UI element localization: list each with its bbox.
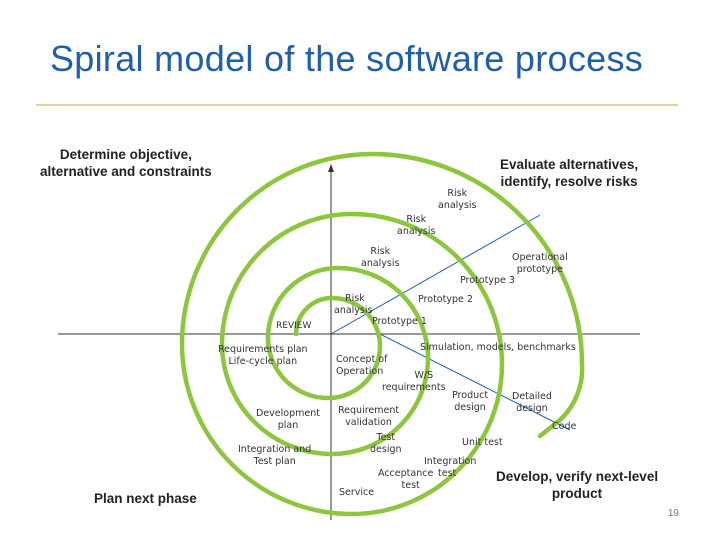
design-text: design <box>516 403 548 414</box>
title-divider <box>36 104 678 106</box>
spiral-turn-2 <box>265 265 431 401</box>
spiral-turn-3 <box>219 211 505 457</box>
risk-label-text: Risk <box>406 214 427 225</box>
product-text: Product <box>452 390 489 401</box>
test-text: Test <box>376 432 396 443</box>
quadrant-br-line2: product <box>551 486 603 501</box>
spiral-turn-inner <box>293 295 383 349</box>
validation-text: validation <box>345 417 392 428</box>
integration-and-text: Integration and <box>238 444 312 455</box>
page-title: Spiral model of the software process <box>50 38 644 79</box>
development-text: Development <box>256 408 320 419</box>
requirements-plan-label: Requirements plan Life-cycle plan <box>218 344 308 368</box>
analysis-label-text: analysis <box>438 200 477 211</box>
quadrant-tl-line2: alternative and constraints <box>40 164 212 179</box>
spiral-turn-4 <box>179 151 585 517</box>
axis-arrow-icon <box>328 164 334 172</box>
prototype-3-label: Prototype 3 <box>460 275 515 286</box>
integration-test-plan-label: Integration and Test plan <box>238 444 311 468</box>
analysis-label-text: analysis <box>397 226 436 237</box>
simulation-label: Simulation, models, benchmarks <box>420 342 576 353</box>
code-label: Code <box>552 421 577 432</box>
requirement-text: Requirement <box>338 405 400 416</box>
quadrant-tl-line1: Determine objective, <box>59 147 192 162</box>
service-label: Service <box>339 487 375 498</box>
risk-analysis-label-1: Risk analysis <box>438 188 476 212</box>
sw-requirements-label: W/S requirements <box>382 370 446 394</box>
detailed-design-label: Detailed design <box>512 391 552 415</box>
quadrant-determine-objectives: Determine objective, alternative and con… <box>40 146 212 180</box>
unit-test-label: Unit test <box>462 437 503 448</box>
test-design-label: Test design <box>370 432 402 456</box>
product-design-label: Product design <box>452 390 488 414</box>
integration-test-label: Integration <box>424 456 476 468</box>
operational-text: Operational <box>512 252 568 263</box>
test-plan-text: Test plan <box>253 456 296 467</box>
quadrant-tr-line1: Evaluate alternatives, <box>500 157 639 172</box>
quadrant-evaluate-alternatives: Evaluate alternatives, identify, resolve… <box>500 156 638 190</box>
prototype-2-label: Prototype 2 <box>418 294 473 305</box>
analysis-label-text: analysis <box>361 258 400 269</box>
spiral-turn-outer <box>537 361 585 439</box>
concept-of-operation-label: Concept of Operation <box>336 354 387 378</box>
integration-test-suffix: test <box>438 468 457 479</box>
risk-analysis-label-2: Risk analysis <box>397 214 435 238</box>
risk-label-4: Risk <box>345 293 365 304</box>
quadrant-br-line1: Develop, verify next-level <box>496 469 659 484</box>
acceptance-text: Acceptance <box>378 468 434 479</box>
development-plan-label: Development plan <box>256 408 320 432</box>
risk-label-text: Risk <box>447 188 468 199</box>
quadrant-plan-next-phase: Plan next phase <box>94 491 197 506</box>
requirements-plan-text: Requirements plan <box>218 344 308 355</box>
prototype-text: prototype <box>516 264 564 275</box>
detailed-text: Detailed <box>512 391 552 402</box>
radial-line-lower <box>379 333 571 431</box>
risk-label-text: Risk <box>370 246 391 257</box>
requirements-text: requirements <box>382 382 446 393</box>
quadrant-tr-line2: identify, resolve risks <box>500 174 638 189</box>
plan-text: plan <box>277 420 299 431</box>
ws-text: W/S <box>414 370 434 381</box>
page-number: 19 <box>667 508 679 519</box>
quadrant-develop-verify: Develop, verify next-level product <box>496 468 658 502</box>
risk-analysis-label-3: Risk analysis <box>361 246 399 270</box>
operational-prototype-label: Operational prototype <box>512 252 568 276</box>
prototype-1-label: Prototype 1 <box>372 316 427 327</box>
concept-text: Concept of <box>336 354 388 365</box>
acceptance-test-label: Acceptance test <box>378 468 433 492</box>
analysis-label-4: analysis <box>334 305 373 316</box>
design-text: design <box>370 444 402 455</box>
acceptance-test-text: test <box>401 480 420 491</box>
design-text: design <box>454 402 486 413</box>
review-label: REVIEW <box>276 321 312 331</box>
integration-text: Integration <box>424 456 477 467</box>
operation-text: Operation <box>336 366 384 377</box>
requirement-validation-label: Requirement validation <box>338 405 399 429</box>
life-cycle-plan-text: Life-cycle plan <box>228 356 298 367</box>
